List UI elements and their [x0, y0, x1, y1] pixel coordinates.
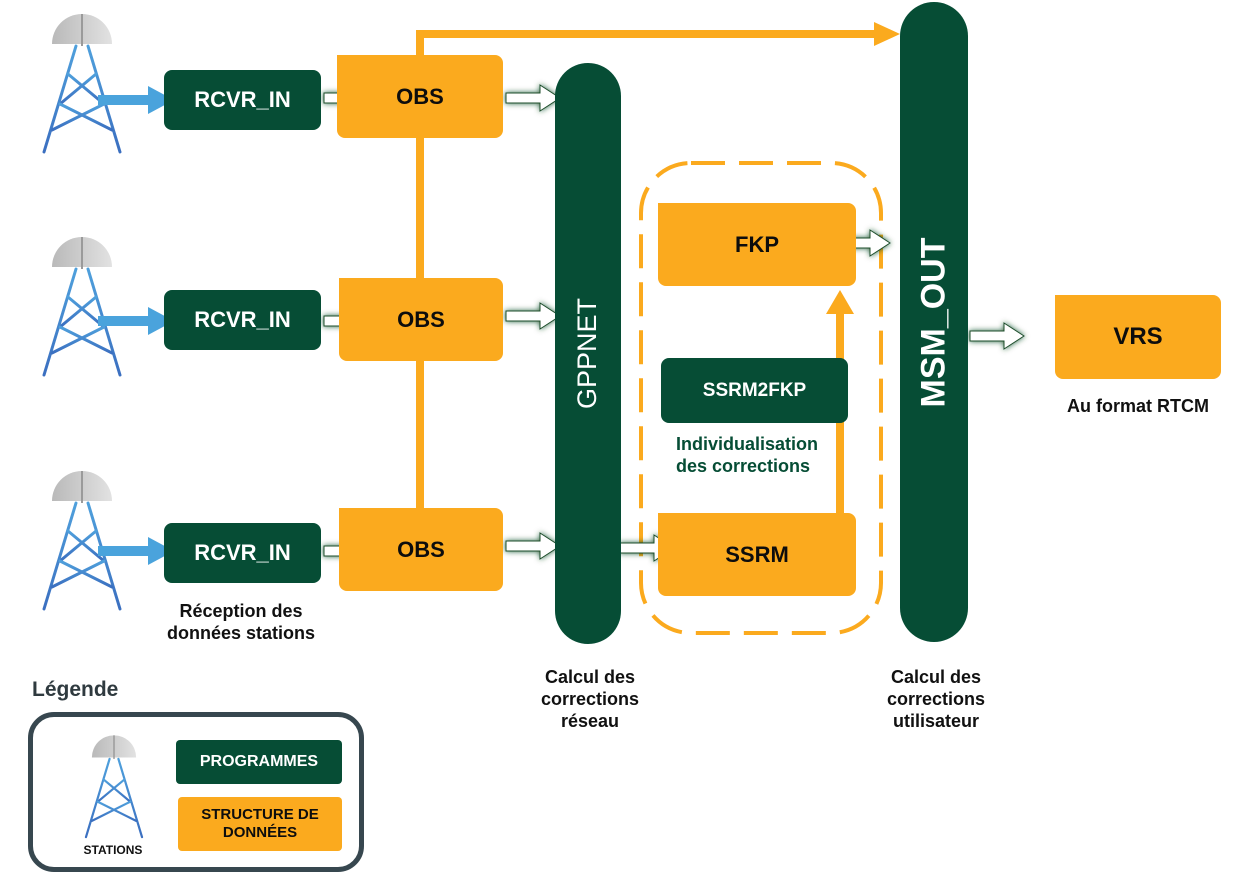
legend-box: STATIONS PROGRAMMES STRUCTURE DE DONNÉES: [28, 712, 364, 872]
rcvr-in-program-2: RCVR_IN: [164, 290, 321, 350]
data-label: FKP: [735, 231, 779, 257]
legend-structure-line: STRUCTURE DE: [201, 806, 319, 823]
program-label: RCVR_IN: [194, 307, 291, 332]
msm-out-label: MSM_OUT: [914, 237, 953, 407]
caption-line: réseau: [560, 711, 620, 731]
gppnet-program: GPPNET: [555, 63, 621, 644]
data-label: SSRM: [725, 541, 789, 567]
legend-programmes-label: PROGRAMMES: [199, 753, 319, 770]
station-icon: [32, 235, 132, 384]
legend-title: Légende: [32, 678, 119, 701]
fkp-data: FKP: [658, 203, 856, 286]
reception-caption: Réception des données stations: [150, 600, 332, 644]
vrs-data: VRS: [1055, 295, 1221, 379]
caption-line: Calcul des: [890, 667, 982, 687]
blue-arrow: [98, 537, 174, 565]
caption-line: des corrections: [676, 456, 811, 476]
data-label: VRS: [1113, 323, 1163, 350]
caption-line: utilisateur: [892, 711, 980, 731]
blue-arrow: [98, 86, 174, 114]
caption-line: corrections: [540, 689, 640, 709]
obs-data-2: OBS: [339, 278, 503, 361]
user-calc-caption: Calcul des corrections utilisateur: [866, 666, 1006, 732]
caption-line: Réception des: [179, 601, 303, 621]
program-label: RCVR_IN: [194, 540, 291, 565]
legend-structure-line: DONNÉES: [222, 824, 298, 841]
caption-line: Calcul des: [544, 667, 636, 687]
rtcm-caption: Au format RTCM: [1067, 396, 1209, 416]
legend-data-structure: STRUCTURE DE DONNÉES: [178, 797, 342, 851]
station-icon: [32, 12, 132, 161]
program-label: SSRM2FKP: [702, 379, 807, 401]
obs-data-1: OBS: [337, 55, 503, 138]
correction-group-frame: [639, 161, 883, 635]
program-label: RCVR_IN: [194, 87, 291, 112]
data-label: OBS: [397, 306, 445, 332]
data-label: OBS: [396, 83, 444, 109]
caption-line: Individualisation: [676, 434, 819, 454]
obs-to-msm-connector: [416, 22, 900, 520]
ssrm2fkp-program: SSRM2FKP: [661, 358, 848, 423]
legend-stations-label: STATIONS: [83, 843, 143, 857]
data-label: OBS: [397, 536, 445, 562]
gppnet-label: GPPNET: [572, 297, 603, 410]
individualisation-caption: Individualisation des corrections: [670, 433, 850, 477]
ssrm-data: SSRM: [658, 513, 856, 596]
rcvr-in-program-1: RCVR_IN: [164, 70, 321, 130]
obs-data-3: OBS: [339, 508, 503, 591]
blue-arrow: [98, 307, 174, 335]
caption-line: données stations: [166, 623, 316, 643]
msm-out-program: MSM_OUT: [900, 2, 968, 642]
caption-line: corrections: [886, 689, 986, 709]
rcvr-in-program-3: RCVR_IN: [164, 523, 321, 583]
network-calc-caption: Calcul des corrections réseau: [520, 666, 660, 732]
legend-station-icon: [77, 734, 151, 843]
station-icon: [32, 469, 132, 618]
legend-programmes: PROGRAMMES: [176, 740, 342, 784]
